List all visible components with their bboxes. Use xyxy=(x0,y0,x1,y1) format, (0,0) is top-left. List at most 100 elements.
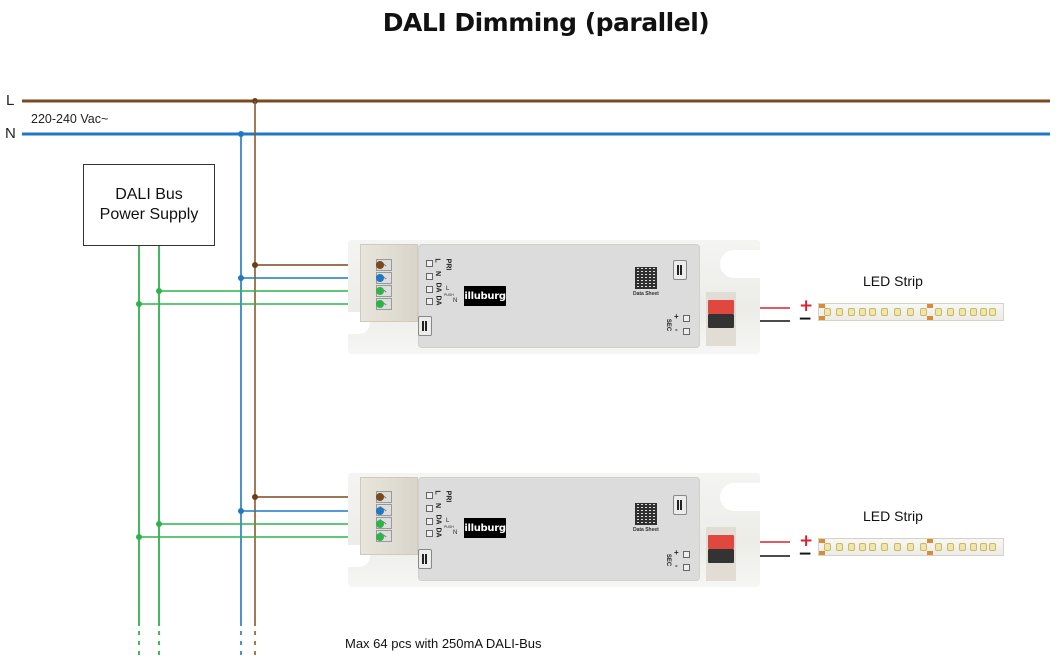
driver2-neutral-junction xyxy=(238,508,244,514)
positive-connector xyxy=(708,300,734,314)
indicator-square xyxy=(683,328,690,335)
push-n-label: N xyxy=(453,530,458,536)
solder-pad xyxy=(819,304,825,308)
driver1-dali-junction-a xyxy=(156,288,162,294)
led-chip xyxy=(907,308,914,316)
terminal-label-da: DA xyxy=(434,527,442,538)
primary-terminal-block xyxy=(360,477,418,555)
primary-label: PRI xyxy=(444,490,452,503)
driver2-live-junction xyxy=(252,494,258,500)
led-chip xyxy=(935,543,942,551)
qr-code-icon xyxy=(635,267,657,289)
dip-switch-icon xyxy=(418,549,432,569)
sec-minus-label: - xyxy=(675,325,678,334)
qr-code-icon xyxy=(635,503,657,525)
led-chip xyxy=(859,543,866,551)
terminal-label-l: L xyxy=(433,490,441,495)
solder-pad xyxy=(819,316,825,320)
led-chip xyxy=(980,308,987,316)
negative-connector xyxy=(708,549,734,563)
led-strip-label: LED Strip xyxy=(863,273,923,289)
led-chip xyxy=(869,543,876,551)
led-chip xyxy=(848,308,855,316)
led-chip xyxy=(980,543,987,551)
led-chip xyxy=(947,308,954,316)
terminal-wire-ends xyxy=(376,261,384,308)
driver2-dali-junction-a xyxy=(156,521,162,527)
led-chip xyxy=(881,308,888,316)
indicator-square xyxy=(426,286,433,293)
led-strip-1 xyxy=(818,303,1004,321)
led-strip-label: LED Strip xyxy=(863,508,923,524)
secondary-label: SEC xyxy=(665,553,672,567)
led-chip xyxy=(989,543,996,551)
push-n-label: N xyxy=(453,298,458,304)
led-chip xyxy=(848,543,855,551)
led-chip xyxy=(894,308,901,316)
diagram-title: DALI Dimming (parallel) xyxy=(382,8,710,37)
negative-connector xyxy=(708,314,734,328)
mounting-tab xyxy=(720,250,760,278)
sec-minus-label: - xyxy=(675,561,678,570)
push-l-label: L xyxy=(446,518,450,524)
minus-sign: − xyxy=(798,544,813,564)
driver2-dali-junction-b xyxy=(136,534,142,540)
indicator-square xyxy=(426,505,433,512)
terminal-label-n: N xyxy=(434,270,442,277)
dali-bus-power-supply: DALI Bus Power Supply xyxy=(83,164,215,246)
led-chip xyxy=(824,543,831,551)
led-chip xyxy=(947,543,954,551)
dip-switch-icon xyxy=(673,260,687,280)
mounting-tab xyxy=(720,483,760,511)
push-label: PUSH xyxy=(444,293,454,297)
indicator-square xyxy=(426,530,433,537)
secondary-label: SEC xyxy=(665,318,672,332)
plus-sign: + xyxy=(799,296,814,316)
solder-pad xyxy=(927,316,933,320)
sec-plus-label: + xyxy=(674,548,679,557)
led-chip xyxy=(959,543,966,551)
terminal-label-n: N xyxy=(434,502,442,509)
neutral-line-label: N xyxy=(5,125,16,142)
led-chip xyxy=(894,543,901,551)
solder-pad xyxy=(819,551,825,555)
indicator-square xyxy=(683,551,690,558)
driver1-dali-junction-b xyxy=(136,301,142,307)
led-chip xyxy=(970,308,977,316)
terminal-wire-ends xyxy=(376,493,384,541)
led-chip xyxy=(989,308,996,316)
terminal-label-da: DA xyxy=(434,282,442,293)
led-chip xyxy=(859,308,866,316)
terminal-label-da: DA xyxy=(434,514,442,525)
terminal-label-da: DA xyxy=(434,295,442,306)
led-chip xyxy=(824,308,831,316)
driver1-live-junction xyxy=(252,262,258,268)
led-chip xyxy=(881,543,888,551)
psu-label-line2: Power Supply xyxy=(99,206,199,223)
led-chip xyxy=(970,543,977,551)
dip-switch-icon xyxy=(418,316,432,336)
led-chip xyxy=(959,308,966,316)
led-chip xyxy=(836,308,843,316)
qr-caption: Data Sheet xyxy=(633,527,659,533)
indicator-square xyxy=(426,273,433,280)
led-chip xyxy=(907,543,914,551)
indicator-square xyxy=(426,260,433,267)
indicator-square xyxy=(426,298,433,305)
led-driver-1: L N DA DA PRI L PUSH N illuburg Data She… xyxy=(340,240,760,354)
psu-label-line1: DALI Bus xyxy=(115,186,183,203)
indicator-square xyxy=(426,492,433,499)
push-l-label: L xyxy=(446,286,450,292)
illuburg-logo: illuburg xyxy=(464,518,506,538)
led-chip xyxy=(836,543,843,551)
solder-pad xyxy=(927,539,933,543)
positive-connector xyxy=(708,535,734,549)
max-devices-note: Max 64 pcs with 250mA DALI-Bus xyxy=(345,636,542,651)
minus-sign: − xyxy=(798,309,813,329)
led-strip-2 xyxy=(818,538,1004,556)
primary-label: PRI xyxy=(444,258,452,271)
push-label: PUSH xyxy=(444,525,454,529)
indicator-square xyxy=(683,564,690,571)
voltage-label: 220-240 Vac~ xyxy=(31,112,109,126)
